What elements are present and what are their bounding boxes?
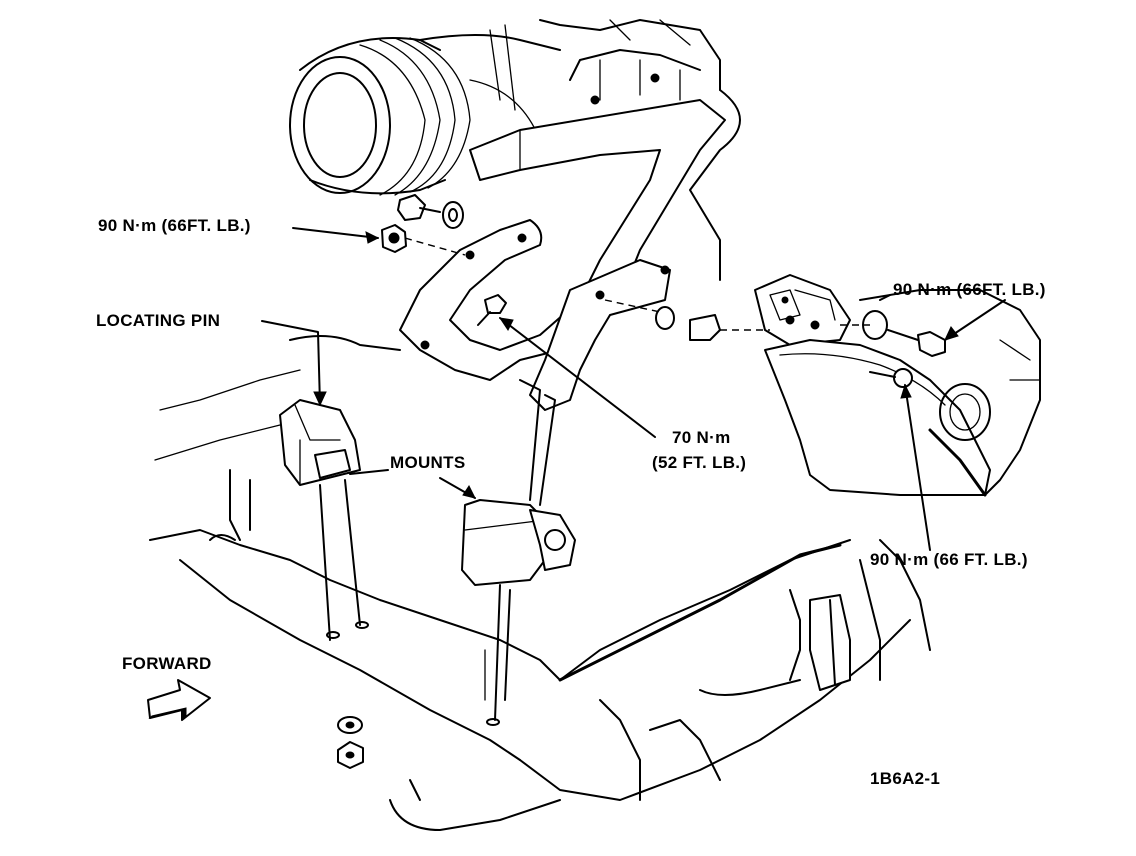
torque-label-upper-left: 90 N·m (66FT. LB.) <box>98 216 251 235</box>
lower-nuts <box>337 716 364 769</box>
locating-pin-label: LOCATING PIN <box>96 311 221 330</box>
torque-label-center-line2: (52 FT. LB.) <box>652 453 747 472</box>
torque-label-center-line1: 70 N·m <box>672 428 731 447</box>
engine-block <box>539 19 741 281</box>
torque-label-lower-right: 90 N·m (66 FT. LB.) <box>870 550 1028 569</box>
engine-bracket <box>399 99 726 411</box>
leader-lines <box>261 227 1006 551</box>
center-bolt <box>477 294 507 326</box>
forward-arrow-icon <box>147 679 211 722</box>
left-mount <box>279 399 369 641</box>
torque-label-upper-right: 90 N·m (66FT. LB.) <box>893 280 1046 299</box>
forward-label: FORWARD <box>122 654 212 673</box>
transmission-housing <box>764 289 1041 497</box>
engine-pulley <box>289 24 561 196</box>
figure-id-label: 1B6A2-1 <box>870 769 941 788</box>
upper-left-fasteners <box>381 194 466 256</box>
frame-crossmember <box>149 335 931 831</box>
center-mount <box>461 379 576 726</box>
transmission-bracket <box>604 274 946 357</box>
mounts-label: MOUNTS <box>390 453 466 472</box>
